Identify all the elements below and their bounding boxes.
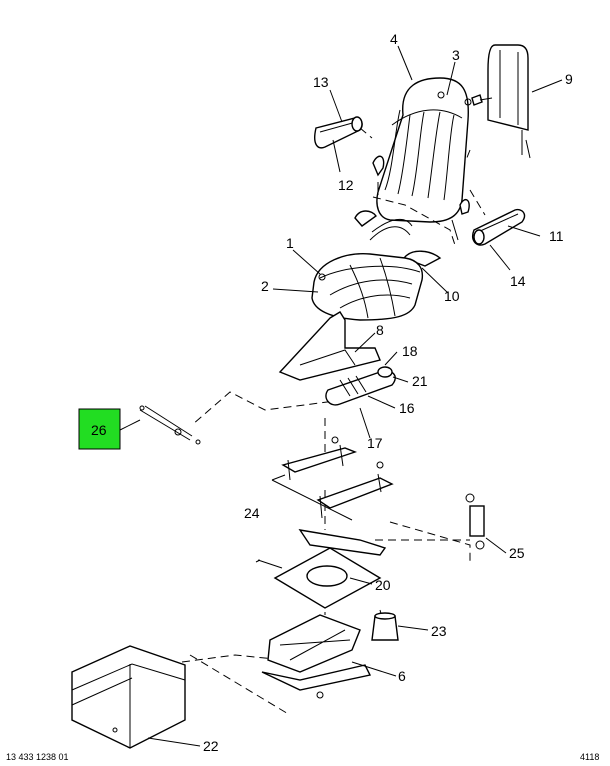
callout-20: 20 [375, 577, 391, 593]
callout-8: 8 [376, 322, 384, 338]
callout-25: 25 [509, 545, 525, 561]
shock-absorber [465, 493, 485, 550]
callout-3: 3 [452, 47, 460, 63]
drawing-number: 13 433 1238 01 [6, 752, 69, 761]
seat-back [372, 77, 470, 241]
leader-lines [119, 45, 563, 747]
callout-14: 14 [510, 273, 526, 289]
callout-10: 10 [444, 288, 460, 304]
callout-1: 1 [286, 235, 294, 251]
back-cables [354, 196, 456, 267]
callout-18: 18 [402, 343, 418, 359]
callout-6: 6 [398, 668, 406, 684]
callout-4: 4 [390, 31, 398, 47]
release-cable [139, 405, 201, 445]
callouts: 4 3 9 13 12 1 2 10 11 14 8 18 21 16 17 2… [203, 31, 573, 754]
callout-21: 21 [412, 373, 428, 389]
swivel-plate [255, 529, 387, 609]
callout-22: 22 [203, 738, 219, 754]
callout-24: 24 [244, 505, 260, 521]
callout-2: 2 [261, 278, 269, 294]
callout-17: 17 [367, 435, 383, 451]
callout-13: 13 [313, 74, 329, 90]
slide-assembly [278, 311, 396, 406]
left-armrest [314, 116, 363, 149]
sheet-code: 4118 [580, 752, 599, 761]
suspension-base [261, 614, 372, 699]
callout-16: 16 [399, 400, 415, 416]
callout-26-box[interactable]: 26 [78, 408, 121, 450]
right-armrest [472, 208, 526, 246]
seat-rails [271, 436, 394, 521]
callout-9: 9 [565, 71, 573, 87]
callout-12: 12 [338, 177, 354, 193]
callout-11: 11 [549, 228, 564, 244]
callout-26: 26 [91, 422, 107, 438]
air-spring [371, 612, 399, 641]
callout-23: 23 [431, 623, 447, 639]
seat-cushion [311, 253, 424, 321]
base-cover [71, 645, 186, 749]
upper-frame [464, 44, 531, 159]
